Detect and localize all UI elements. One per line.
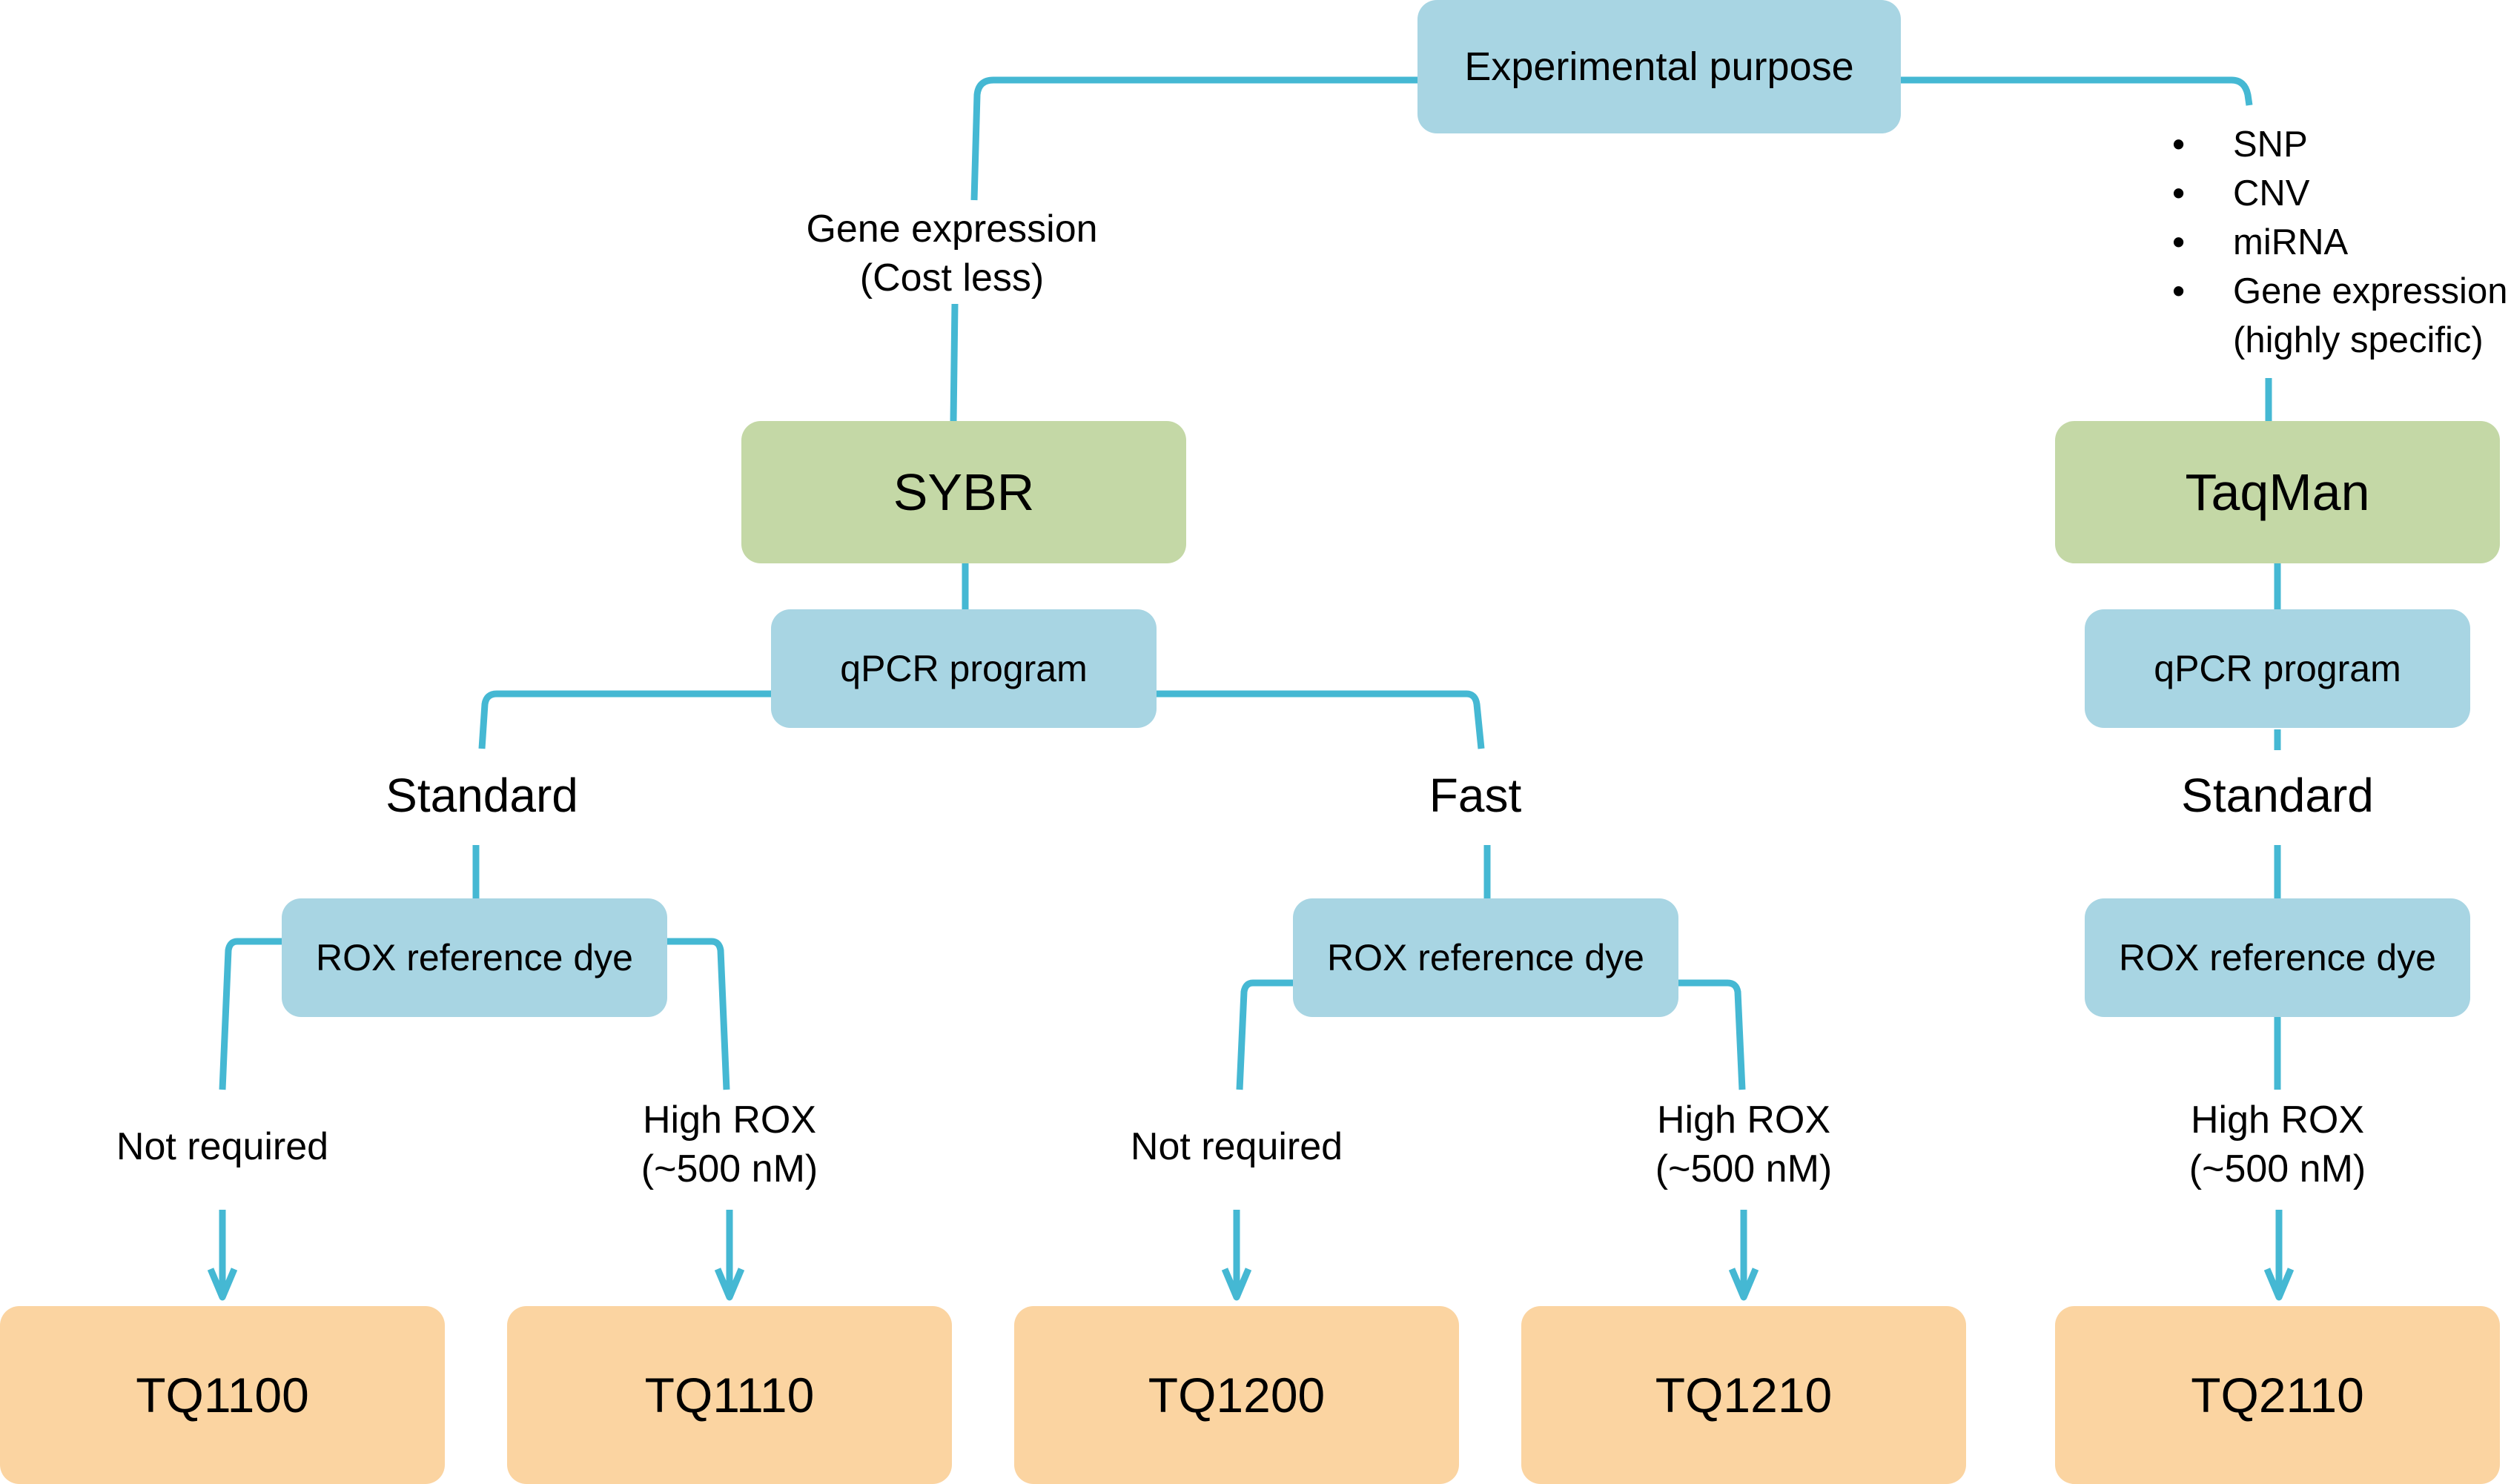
condition-line: (~500 nM) xyxy=(1655,1147,1833,1190)
program-node-taqman: qPCR program xyxy=(2085,609,2470,728)
rox-label: ROX reference dye xyxy=(316,937,633,978)
connector-rox1-right xyxy=(667,938,730,1090)
condition-line: High ROX xyxy=(1656,1099,1831,1142)
condition-line: (~500 nM) xyxy=(641,1147,818,1190)
product-label: TQ2110 xyxy=(2191,1368,2364,1422)
root-node-experimental-purpose: Experimental purpose xyxy=(1417,0,1901,133)
branch-label-line-1: Gene expression xyxy=(806,208,1098,251)
rox-node-sybr-standard: ROX reference dye xyxy=(282,898,667,1017)
method-node-sybr: SYBR xyxy=(741,421,1186,563)
connector-rox2-left xyxy=(1236,979,1293,1090)
product-node-tq1210: TQ1210 xyxy=(1521,1306,1966,1484)
connector-rox1-left xyxy=(219,938,282,1090)
program-option-standard-sybr: Standard xyxy=(386,769,578,822)
program-label-sybr: qPCR program xyxy=(840,648,1088,689)
bullet-text: (highly specific) xyxy=(2233,320,2484,360)
bullet-item: • CNV xyxy=(2172,169,2507,218)
product-node-tq1100: TQ1100 xyxy=(0,1306,445,1484)
product-label: TQ1210 xyxy=(1655,1368,1833,1422)
taqman-applications-list: • SNP • CNV • miRNA • Gene expression (highl… xyxy=(2172,120,2507,365)
connector-root-to-taqman-top xyxy=(1901,76,2253,106)
connector-rox2-right xyxy=(1678,979,1746,1090)
bullet-item-continuation: (highly specific) xyxy=(2172,316,2507,365)
arrow-tq2110 xyxy=(2263,1210,2295,1301)
condition-line: (~500 nM) xyxy=(2189,1147,2366,1190)
condition-line: High ROX xyxy=(642,1099,817,1142)
branch-label-gene-expression: Gene expression (Cost less) xyxy=(806,205,1097,302)
bullet-item: • Gene expression xyxy=(2172,267,2507,316)
arrow-tq1210 xyxy=(1728,1210,1759,1301)
connector-root-to-sybr-bottom xyxy=(950,303,959,422)
condition-high-rox: High ROX (~500 nM) xyxy=(2189,1096,2366,1193)
product-label: TQ1200 xyxy=(1148,1368,1326,1422)
program-node-sybr: qPCR program xyxy=(771,609,1157,728)
condition-not-required: Not required xyxy=(1131,1122,1343,1171)
rox-node-taqman: ROX reference dye xyxy=(2085,898,2470,1017)
product-label: TQ1100 xyxy=(136,1368,309,1422)
arrow-tq1100 xyxy=(207,1210,238,1301)
bullet-text: miRNA xyxy=(2233,222,2349,262)
program-option-fast-sybr: Fast xyxy=(1429,769,1522,822)
bullet-item: • SNP xyxy=(2172,120,2507,169)
product-label: TQ1110 xyxy=(644,1368,815,1422)
rox-label: ROX reference dye xyxy=(1327,937,1644,978)
bullet-text: SNP xyxy=(2233,125,2308,165)
bullet-dot-icon: • xyxy=(2172,173,2186,213)
product-node-tq1110: TQ1110 xyxy=(507,1306,952,1484)
condition-line: High ROX xyxy=(2190,1099,2365,1142)
condition-high-rox: High ROX (~500 nM) xyxy=(641,1096,818,1193)
bullet-text: CNV xyxy=(2233,173,2310,213)
program-option-standard-taqman: Standard xyxy=(2181,769,2374,822)
bullet-dot-icon: • xyxy=(2172,222,2186,262)
bullet-dot-icon: • xyxy=(2172,271,2186,311)
condition-line: Not required xyxy=(116,1125,329,1168)
root-node-label: Experimental purpose xyxy=(1464,44,1854,89)
method-label-taqman: TaqMan xyxy=(2185,463,2370,521)
connector-program-to-standard xyxy=(478,690,771,749)
product-node-tq2110: TQ2110 xyxy=(2055,1306,2500,1484)
condition-not-required: Not required xyxy=(116,1122,328,1171)
rox-node-sybr-fast: ROX reference dye xyxy=(1293,898,1678,1017)
bullet-item: • miRNA xyxy=(2172,218,2507,267)
method-node-taqman: TaqMan xyxy=(2055,421,2500,563)
arrow-tq1110 xyxy=(714,1210,745,1301)
bullet-dot-icon: • xyxy=(2172,125,2186,165)
arrow-tq1200 xyxy=(1221,1210,1252,1301)
connector-root-to-sybr-top xyxy=(970,76,1417,201)
program-label-taqman: qPCR program xyxy=(2154,648,2401,689)
condition-high-rox: High ROX (~500 nM) xyxy=(1655,1096,1832,1193)
branch-label-line-2: (Cost less) xyxy=(859,256,1045,299)
rox-label: ROX reference dye xyxy=(2119,937,2436,978)
product-node-tq1200: TQ1200 xyxy=(1014,1306,1459,1484)
method-label-sybr: SYBR xyxy=(893,463,1035,521)
bullet-text: Gene expression xyxy=(2233,271,2508,311)
condition-line: Not required xyxy=(1130,1125,1343,1168)
connector-program-to-fast xyxy=(1157,690,1485,749)
